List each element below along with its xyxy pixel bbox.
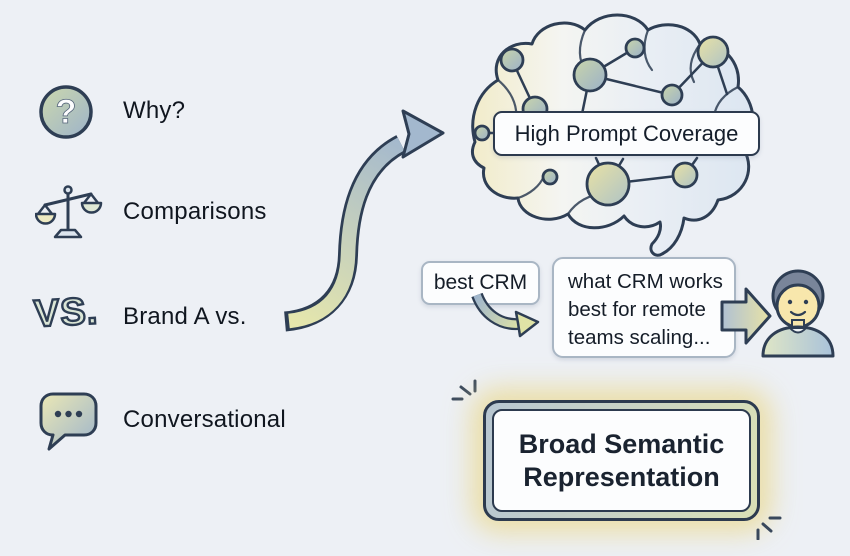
speech-bubble-icon [39, 392, 98, 451]
block-arrow-icon [720, 287, 772, 345]
menu-label-why: Why? [123, 97, 186, 124]
broad-semantic-line: Broad Semantic [518, 428, 725, 459]
broad-semantic-inner: Broad Semantic Representation [492, 409, 751, 512]
swoosh-arrow-icon [471, 292, 540, 338]
curved-arrow-icon [283, 109, 445, 332]
long-query-line: teams scaling... [568, 326, 711, 349]
broad-semantic-line: Representation [523, 461, 720, 492]
scales-icon [35, 185, 103, 239]
vs-icon: VS. [32, 289, 101, 337]
long-query-line: what CRM works [568, 270, 723, 293]
question-glyph: ? [56, 93, 77, 131]
menu-label-brand-vs: Brand A vs. [123, 303, 247, 330]
menu-label-conversational: Conversational [123, 406, 286, 433]
broad-semantic-box: Broad Semantic Representation [483, 400, 760, 521]
long-query-line: best for remote [568, 298, 706, 321]
person-icon [761, 269, 835, 358]
sparkle-icon-bottom-right [756, 516, 782, 540]
menu-label-comparisons: Comparisons [123, 198, 267, 225]
high-prompt-coverage-label: High Prompt Coverage [493, 111, 760, 156]
short-query-text: best CRM [433, 271, 528, 294]
question-circle-icon: ? [39, 85, 93, 139]
long-query-box: what CRM works best for remote teams sca… [552, 257, 736, 358]
high-prompt-coverage-text: High Prompt Coverage [514, 120, 739, 146]
sparkle-icon-top-left [451, 379, 477, 401]
